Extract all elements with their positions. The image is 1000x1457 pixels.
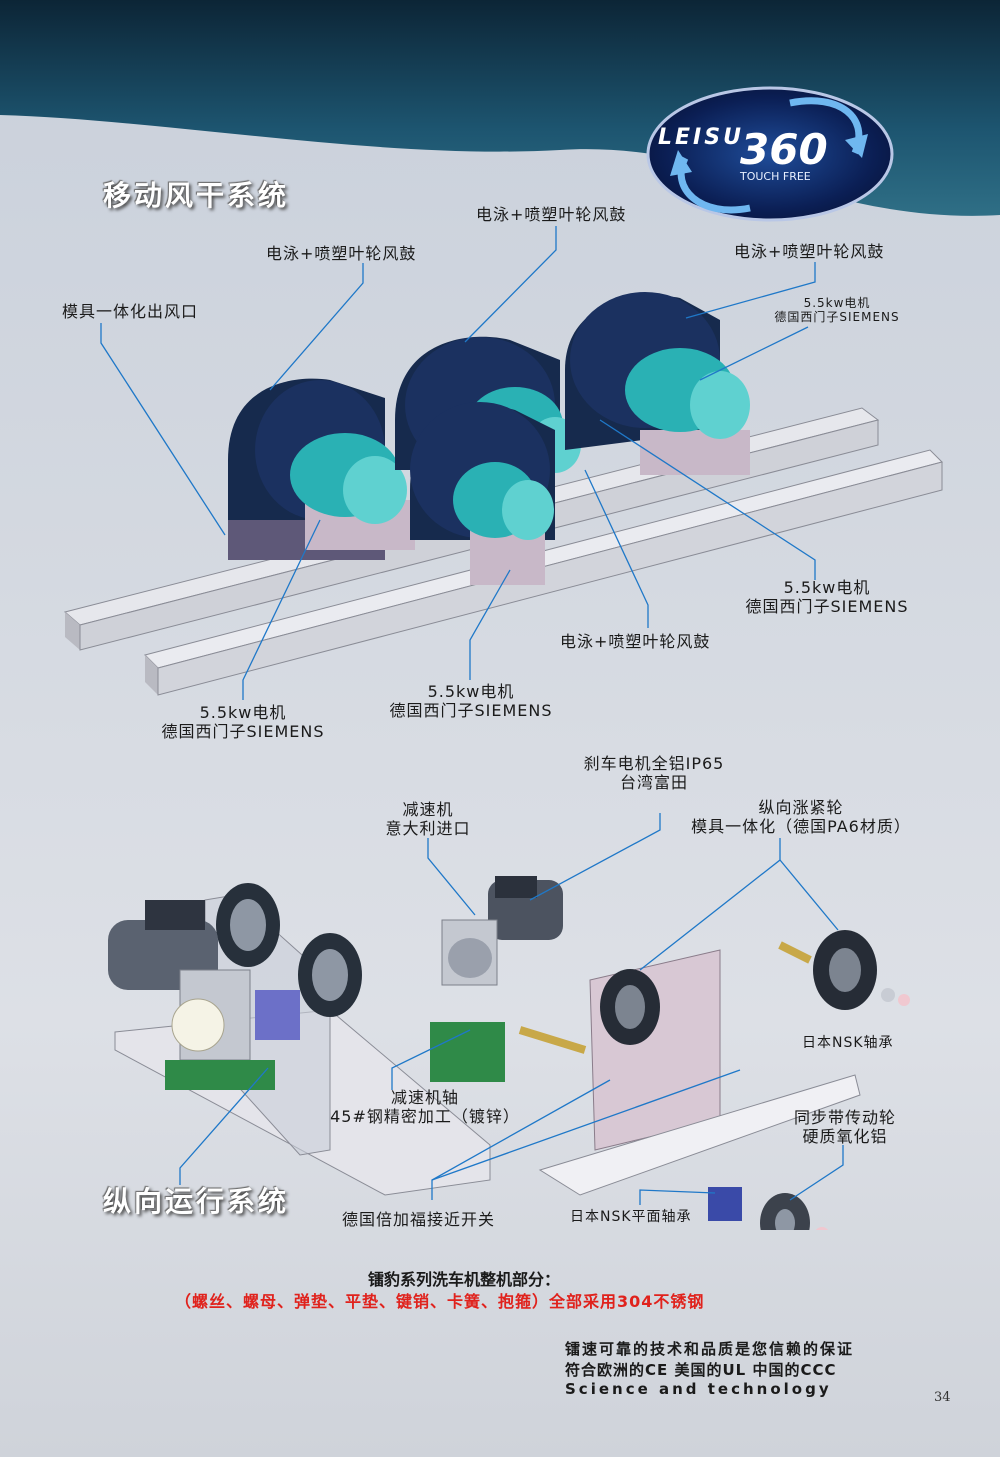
label-reducer-shaft: 减速机轴 45#钢精密加工（镀锌） <box>314 1088 536 1126</box>
label-motor-mid-right: 5.5kw电机 德国西门子SIEMENS <box>742 578 912 616</box>
label-outlet: 模具一体化出风口 <box>62 302 199 321</box>
reducer-shaft-spec: 45#钢精密加工（镀锌） <box>330 1107 520 1126</box>
motor-top-right-power: 5.5kw电机 <box>803 296 871 310</box>
blower-right <box>565 292 750 475</box>
motor-bottom-mid-brand: 德国西门子SIEMENS <box>389 701 553 720</box>
label-drum-left: 电泳+喷塑叶轮风鼓 <box>266 244 417 263</box>
slogan-quality: 镭速可靠的技术和品质是您信赖的保证 <box>565 1340 855 1358</box>
label-motor-bottom-mid: 5.5kw电机 德国西门子SIEMENS <box>386 682 556 720</box>
exploded-parts <box>430 876 910 1230</box>
notes-stainless-steel: （螺丝、螺母、弹垫、平垫、键销、卡簧、抱箍）全部采用304不锈钢 <box>175 1292 705 1311</box>
logo-tagline: TOUCH FREE <box>739 170 811 183</box>
label-nsk-flat-bearing: 日本NSK平面轴承 <box>570 1209 692 1225</box>
travel-leader-lines <box>179 813 844 1205</box>
logo-number: 360 <box>740 125 828 174</box>
label-drum-right: 电泳+喷塑叶轮风鼓 <box>734 242 885 261</box>
label-drum-top: 电泳+喷塑叶轮风鼓 <box>476 205 627 224</box>
slogan-certifications: 符合欧洲的CE 美国的UL 中国的CCC <box>565 1361 837 1379</box>
blower-front-middle <box>410 402 555 585</box>
drying-system-illustration <box>63 226 943 700</box>
logo-brand: LEISU <box>658 125 744 150</box>
assembled-drive-unit <box>108 883 491 1196</box>
label-sync-pulley: 同步带传动轮 硬质氧化铝 <box>786 1108 904 1146</box>
brake-motor-spec: 刹车电机全铝IP65 <box>583 754 725 773</box>
leisu360-logo: LEISU 360 TOUCH FREE <box>646 86 894 222</box>
reducer-origin: 意大利进口 <box>385 819 471 838</box>
reducer-shaft-name: 减速机轴 <box>390 1088 459 1107</box>
brake-motor-brand: 台湾富田 <box>619 773 688 792</box>
motor-bottom-mid-power: 5.5kw电机 <box>427 682 515 701</box>
label-motor-top-right: 5.5kw电机 德国西门子SIEMENS <box>772 296 902 324</box>
notes-heading: 镭豹系列洗车机整机部分： <box>368 1270 561 1289</box>
blower-left <box>228 378 415 560</box>
slogan-science: Science and technology <box>565 1380 832 1398</box>
label-nsk-bearing: 日本NSK轴承 <box>802 1035 894 1051</box>
tension-wheel-name: 纵向涨紧轮 <box>758 798 844 817</box>
sync-pulley-spec: 硬质氧化铝 <box>802 1127 888 1146</box>
travel-system-illustration <box>108 813 910 1230</box>
sync-pulley-name: 同步带传动轮 <box>793 1108 896 1127</box>
motor-top-right-brand: 德国西门子SIEMENS <box>774 310 900 324</box>
travel-section-title: 纵向运行系统 <box>103 1185 290 1218</box>
page-number: 34 <box>934 1390 951 1405</box>
label-proximity-switch: 德国倍加福接近开关 <box>342 1210 496 1229</box>
drying-section-title: 移动风干系统 <box>103 179 290 212</box>
label-reducer: 减速机 意大利进口 <box>372 800 484 838</box>
motor-bottom-left-brand: 德国西门子SIEMENS <box>161 722 325 741</box>
motor-mid-right-brand: 德国西门子SIEMENS <box>745 597 909 616</box>
label-brake-motor: 刹车电机全铝IP65 台湾富田 <box>572 754 736 792</box>
label-drum-bottom: 电泳+喷塑叶轮风鼓 <box>560 632 711 651</box>
motor-bottom-left-power: 5.5kw电机 <box>199 703 287 722</box>
label-motor-bottom-left: 5.5kw电机 德国西门子SIEMENS <box>158 703 328 741</box>
label-tension-wheel: 纵向涨紧轮 模具一体化（德国PA6材质） <box>676 798 926 836</box>
tension-wheel-spec: 模具一体化（德国PA6材质） <box>691 817 911 836</box>
drying-leader-lines <box>100 226 816 700</box>
reducer-name: 减速机 <box>402 800 454 819</box>
motor-mid-right-power: 5.5kw电机 <box>783 578 871 597</box>
